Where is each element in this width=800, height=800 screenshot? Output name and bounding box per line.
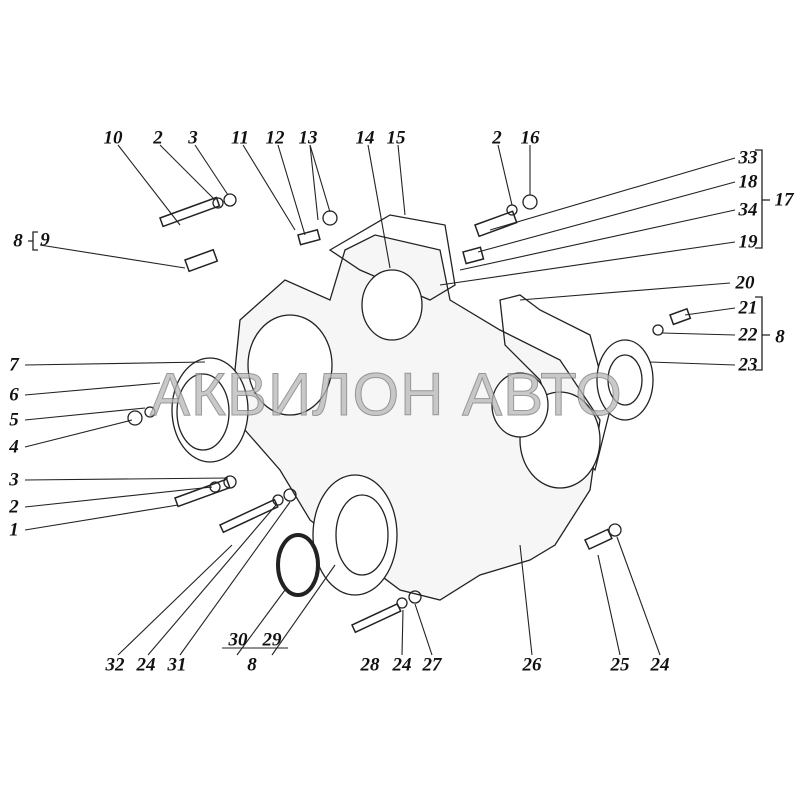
callout-31: 31 bbox=[167, 654, 187, 676]
callout-8: 8 bbox=[13, 230, 23, 252]
callout-2: 2 bbox=[153, 127, 163, 149]
callout-24: 24 bbox=[136, 654, 156, 676]
leader-lines bbox=[24, 144, 736, 656]
callout-18: 18 bbox=[738, 171, 758, 193]
callout-11: 11 bbox=[231, 127, 249, 149]
callout-3: 3 bbox=[188, 127, 198, 149]
callout-1: 1 bbox=[9, 519, 19, 541]
callout-25: 25 bbox=[610, 654, 630, 676]
callout-16: 16 bbox=[520, 127, 540, 149]
callout-12: 12 bbox=[265, 127, 285, 149]
callout-26: 26 bbox=[522, 654, 542, 676]
brackets bbox=[28, 149, 770, 371]
callout-32: 32 bbox=[105, 654, 125, 676]
callout-19: 19 bbox=[738, 231, 758, 253]
callout-24: 24 bbox=[650, 654, 670, 676]
callout-29: 29 bbox=[262, 629, 282, 651]
callout-10: 10 bbox=[103, 127, 123, 149]
callout-27: 27 bbox=[422, 654, 442, 676]
callout-8: 8 bbox=[247, 654, 257, 676]
callout-2: 2 bbox=[492, 127, 502, 149]
callout-34: 34 bbox=[738, 199, 758, 221]
callout-6: 6 bbox=[9, 384, 19, 406]
callout-3: 3 bbox=[9, 469, 19, 491]
plate-23 bbox=[596, 339, 654, 421]
seal-30 bbox=[276, 533, 320, 597]
callout-33: 33 bbox=[738, 147, 758, 169]
callout-5: 5 bbox=[9, 409, 19, 431]
watermark: АКВИЛОН АВТО bbox=[150, 361, 623, 428]
callout-4: 4 bbox=[9, 436, 19, 458]
callout-9: 9 bbox=[40, 229, 50, 251]
cover-7 bbox=[171, 357, 249, 463]
callout-13: 13 bbox=[298, 127, 318, 149]
callout-28: 28 bbox=[360, 654, 380, 676]
bore-mid bbox=[491, 372, 549, 438]
callout-21: 21 bbox=[738, 297, 758, 319]
callout-8: 8 bbox=[775, 326, 785, 348]
callout-17: 17 bbox=[774, 189, 794, 211]
seal-housing bbox=[312, 474, 398, 596]
bore-left bbox=[247, 314, 333, 416]
bore-top bbox=[361, 269, 423, 341]
callout-22: 22 bbox=[738, 324, 758, 346]
callout-2: 2 bbox=[9, 496, 19, 518]
callout-14: 14 bbox=[355, 127, 375, 149]
callout-15: 15 bbox=[386, 127, 406, 149]
callout-30: 30 bbox=[228, 629, 248, 651]
callout-24: 24 bbox=[392, 654, 412, 676]
gasket-15 bbox=[328, 214, 456, 301]
gasket-20 bbox=[499, 294, 611, 472]
callout-20: 20 bbox=[735, 272, 755, 294]
callout-23: 23 bbox=[738, 354, 758, 376]
callout-7: 7 bbox=[9, 354, 19, 376]
